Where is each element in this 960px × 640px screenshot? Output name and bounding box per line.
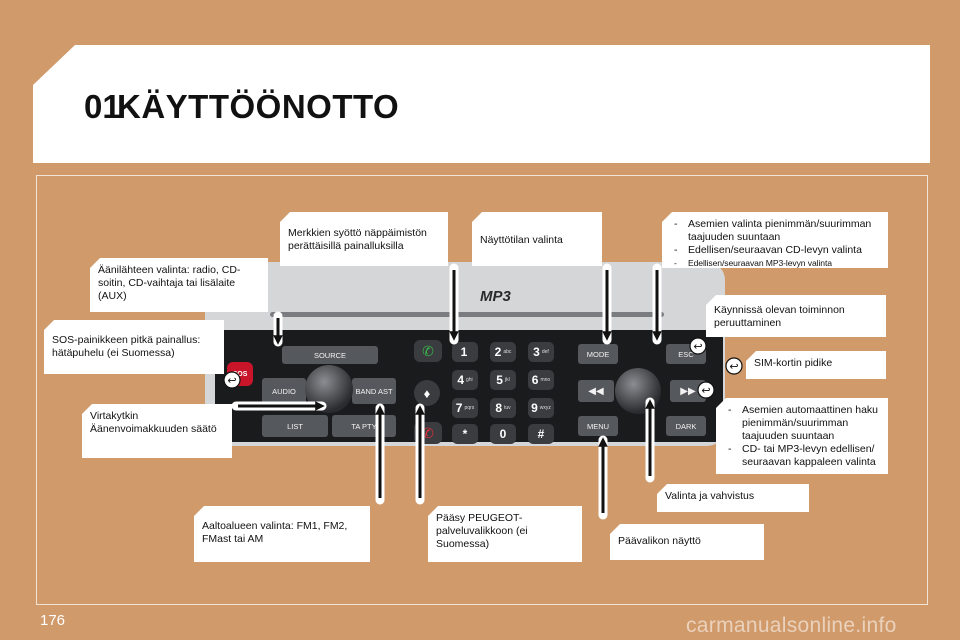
header-card (33, 45, 930, 163)
source-button[interactable]: SOURCE (282, 346, 378, 364)
callout-merkkien-syotto: Merkkien syöttö näppäimistön perättäisil… (280, 212, 448, 266)
content-frame (36, 175, 928, 605)
select-knob[interactable] (615, 368, 661, 414)
callout-asemien-valinta: Asemien valinta pienimmän/suurimman taaj… (662, 212, 888, 268)
asemien-valinta-item: Asemien valinta pienimmän/suurimman taaj… (674, 218, 880, 244)
phone-pickup-icon[interactable]: ✆ (414, 340, 442, 362)
callout-paasy-peugeot: Pääsy PEUGEOT-palveluvalikkoon (ei Suome… (428, 506, 582, 562)
list-button[interactable]: LIST (262, 415, 328, 437)
volume-knob[interactable] (305, 365, 353, 413)
mode-button[interactable]: MODE (578, 344, 618, 364)
band-button[interactable]: BAND AST (352, 378, 396, 404)
page-number: 176 (40, 612, 66, 629)
menu-button[interactable]: MENU (578, 416, 618, 436)
key-1[interactable]: 1 (452, 342, 478, 362)
callout-automaattinen-haku: Asemien automaattinen haku pienimmän/suu… (716, 398, 888, 474)
seek-back-icon[interactable]: ◀◀ (578, 380, 614, 402)
peugeot-lion-icon[interactable]: ♦ (414, 380, 440, 406)
chapter-title: KÄYTTÖÖNOTTO (117, 88, 400, 125)
callout-valinta-vahvistus: Valinta ja vahvistus (657, 484, 809, 512)
asemien-valinta-item: Edellisen/seuraavan CD-levyn valinta (674, 244, 880, 257)
audio-button[interactable]: AUDIO (262, 378, 306, 404)
callout-kaynnissa: Käynnissä olevan toiminnon peruuttaminen (706, 295, 886, 337)
chapter-number: 01 (84, 88, 121, 125)
seek-forward-icon[interactable]: ▶▶ (670, 380, 706, 402)
callout-nayttotila: Näyttötilan valinta (472, 212, 602, 266)
callout-paavalikko: Päävalikon näyttö (610, 524, 764, 560)
dark-button[interactable]: DARK (666, 416, 706, 436)
key-0[interactable]: 0 (490, 424, 516, 444)
phone-hangup-icon[interactable]: ✆ (414, 422, 442, 444)
callout-sos: SOS-painikkeen pitkä painallus: hätäpuhe… (44, 320, 224, 374)
callout-aaltoalue: Aaltoalueen valinta: FM1, FM2, FMast tai… (194, 506, 370, 562)
cd-slot (270, 312, 664, 317)
ta-pty-button[interactable]: TA PTY (332, 415, 396, 437)
automaattinen-item: Asemien automaattinen haku pienimmän/suu… (728, 404, 880, 443)
watermark: carmanualsonline.info (686, 614, 897, 637)
callout-aanilahde: Äänilähteen valinta: radio, CD-soitin, C… (90, 258, 268, 312)
asemien-valinta-item: Edellisen/seuraavan MP3-levyn valinta ha… (674, 257, 880, 268)
automaattinen-item: CD- tai MP3-levyn edellisen/ seuraavan k… (728, 443, 880, 469)
callout-sim: SIM-kortin pidike (746, 351, 886, 379)
callout-virtakytkin: Virtakytkin Äänenvoimakkuuden säätö (82, 404, 232, 458)
sos-button[interactable]: SOS (227, 362, 253, 386)
mp3-logo: MP3 (480, 288, 511, 305)
key-hash[interactable]: # (528, 424, 554, 444)
esc-button[interactable]: ESC (666, 344, 706, 364)
key-star[interactable]: * (452, 424, 478, 444)
